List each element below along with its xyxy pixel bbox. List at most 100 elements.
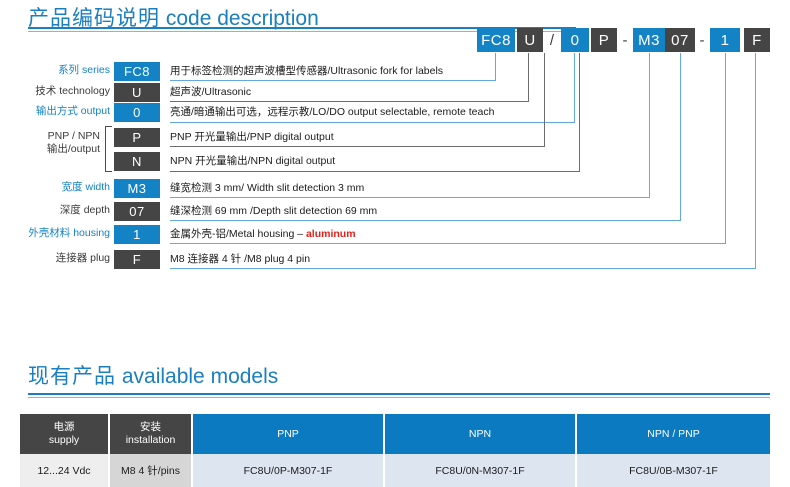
chip-0: 0 (114, 103, 160, 122)
table-header-npn: NPN (385, 414, 577, 454)
desc-series: 用于标签检测的超声波槽型传感器/Ultrasonic fork for labe… (170, 64, 443, 78)
desc-plug-cn: M8 连接器 4 针 (170, 253, 245, 265)
row-label-housing-cn: 外壳材料 (28, 227, 71, 239)
row-label-technology-cn: 技术 (35, 85, 57, 97)
desc-width: 缝宽检测 3 mm/ Width slit detection 3 mm (170, 181, 364, 195)
table-cell-npn-model: FC8U/0N-M307-1F (385, 454, 577, 487)
chip-u: U (114, 83, 160, 102)
desc-output-en: /LO/DO output selectable, remote teach (309, 106, 495, 118)
row-rule-plug (170, 268, 756, 269)
desc-housing: 金属外壳-铝/Metal housing – aluminum (170, 227, 356, 241)
desc-depth-cn: 缝深检测 69 mm (170, 205, 250, 217)
table-header-installation-en: installation (125, 434, 176, 446)
desc-width-cn: 缝宽检测 3 mm (170, 182, 242, 194)
connector-technology (528, 53, 529, 102)
chip-m3: M3 (114, 179, 160, 198)
row-label-output: 输出方式 output (0, 105, 110, 118)
row-label-pnp-npn: PNP / NPN 输出/output (0, 130, 100, 156)
code-part-p: P (591, 28, 617, 52)
row-rule-output (170, 122, 575, 123)
table-header-supply-cn: 电源 (53, 421, 75, 433)
desc-technology-cn: 超声波 (170, 86, 202, 98)
desc-output-cn: 亮通/暗通输出可选，远程示教 (170, 106, 310, 118)
row-rule-npn (170, 171, 580, 172)
row-label-pnp-npn-en: 输出/output (46, 143, 100, 155)
desc-npn-en: /NPN digital output (247, 155, 336, 167)
table-header-row: 电源 supply 安装 installation PNP NPN NPN / … (20, 414, 770, 454)
available-models-table: 电源 supply 安装 installation PNP NPN NPN / … (20, 414, 770, 487)
row-label-series: 系列 series (0, 64, 110, 77)
row-rule-housing (170, 243, 726, 244)
row-label-housing-en: housing (73, 227, 110, 239)
code-part-1: 1 (710, 28, 740, 52)
pnp-npn-bracket (105, 126, 112, 172)
row-label-output-en: output (80, 105, 110, 117)
desc-width-en: / Width slit detection 3 mm (241, 182, 365, 194)
code-separator-dash-1: - (622, 31, 628, 49)
row-rule-depth (170, 220, 681, 221)
code-part-0: 0 (561, 28, 589, 52)
connector-series (495, 53, 496, 81)
row-label-plug-en: plug (90, 252, 110, 264)
desc-npn-cn: NPN 开光量输出 (170, 155, 248, 167)
row-label-width-en: width (85, 181, 110, 193)
chip-fc8: FC8 (114, 62, 160, 81)
section-title-available-models-cn: 现有产品 (28, 365, 116, 388)
row-rule-series (170, 80, 496, 81)
desc-housing-highlight: aluminum (305, 228, 356, 240)
section-title-available-models: 现有产品 available models (28, 360, 278, 390)
connector-depth (680, 53, 681, 221)
desc-depth-en: /Depth slit detection 69 mm (249, 205, 378, 217)
table-header-supply-en: supply (48, 434, 80, 446)
table-cell-supply: 12...24 Vdc (20, 454, 110, 487)
table-cell-pnp-model: FC8U/0P-M307-1F (193, 454, 385, 487)
chip-n: N (114, 152, 160, 171)
row-label-output-cn: 输出方式 (35, 105, 78, 117)
row-label-width-cn: 宽度 (61, 181, 83, 193)
desc-series-en: /Ultrasonic fork for labels (327, 65, 444, 77)
row-label-width: 宽度 width (0, 181, 110, 194)
desc-output: 亮通/暗通输出可选，远程示教/LO/DO output selectable, … (170, 105, 494, 119)
code-part-u: U (517, 28, 543, 52)
row-label-housing: 外壳材料 housing (0, 227, 110, 240)
page-title-code-description: 产品编码说明 code description (28, 2, 319, 32)
title-rule-thick (28, 27, 576, 29)
chip-07: 07 (114, 202, 160, 221)
code-part-fc8: FC8 (477, 28, 515, 52)
section-title-available-models-en: available models (121, 365, 279, 388)
desc-depth: 缝深检测 69 mm /Depth slit detection 69 mm (170, 204, 377, 218)
row-label-plug-cn: 连接器 (55, 252, 88, 264)
chip-p: P (114, 128, 160, 147)
connector-housing (725, 53, 726, 244)
desc-plug-en: /M8 plug 4 pin (244, 253, 311, 265)
chip-1: 1 (114, 225, 160, 244)
title-rule-thin (28, 31, 576, 32)
row-label-series-cn: 系列 (58, 64, 80, 76)
code-part-07: 07 (665, 28, 695, 52)
chip-f: F (114, 250, 160, 269)
desc-plug: M8 连接器 4 针 /M8 plug 4 pin (170, 252, 310, 266)
table-header-installation-cn: 安装 (140, 421, 161, 433)
page-title-cn: 产品编码说明 (28, 7, 160, 30)
table-cell-installation: M8 4 针/pins (110, 454, 193, 487)
row-label-depth-en: depth (83, 204, 110, 216)
desc-housing-en: /Metal housing – (226, 228, 306, 240)
connector-npn (579, 53, 580, 172)
table-header-supply: 电源 supply (20, 414, 110, 454)
row-label-depth: 深度 depth (0, 204, 110, 217)
connector-pnp (544, 53, 545, 147)
row-label-series-en: series (81, 64, 110, 76)
connector-output (574, 53, 575, 123)
row-label-depth-cn: 深度 (59, 204, 81, 216)
desc-series-cn: 用于标签检测的超声波槽型传感器 (170, 65, 328, 77)
row-label-pnp-npn-cn: PNP / NPN (47, 130, 100, 142)
table-header-npn-label: NPN (468, 427, 492, 440)
table-cell-npn-pnp-model: FC8U/0B-M307-1F (577, 454, 770, 487)
row-label-technology-en: technology (59, 85, 110, 97)
row-label-technology: 技术 technology (0, 85, 110, 98)
desc-technology: 超声波/Ultrasonic (170, 85, 251, 99)
row-rule-width (170, 197, 650, 198)
code-part-f: F (744, 28, 770, 52)
models-rule-thick (28, 393, 770, 395)
